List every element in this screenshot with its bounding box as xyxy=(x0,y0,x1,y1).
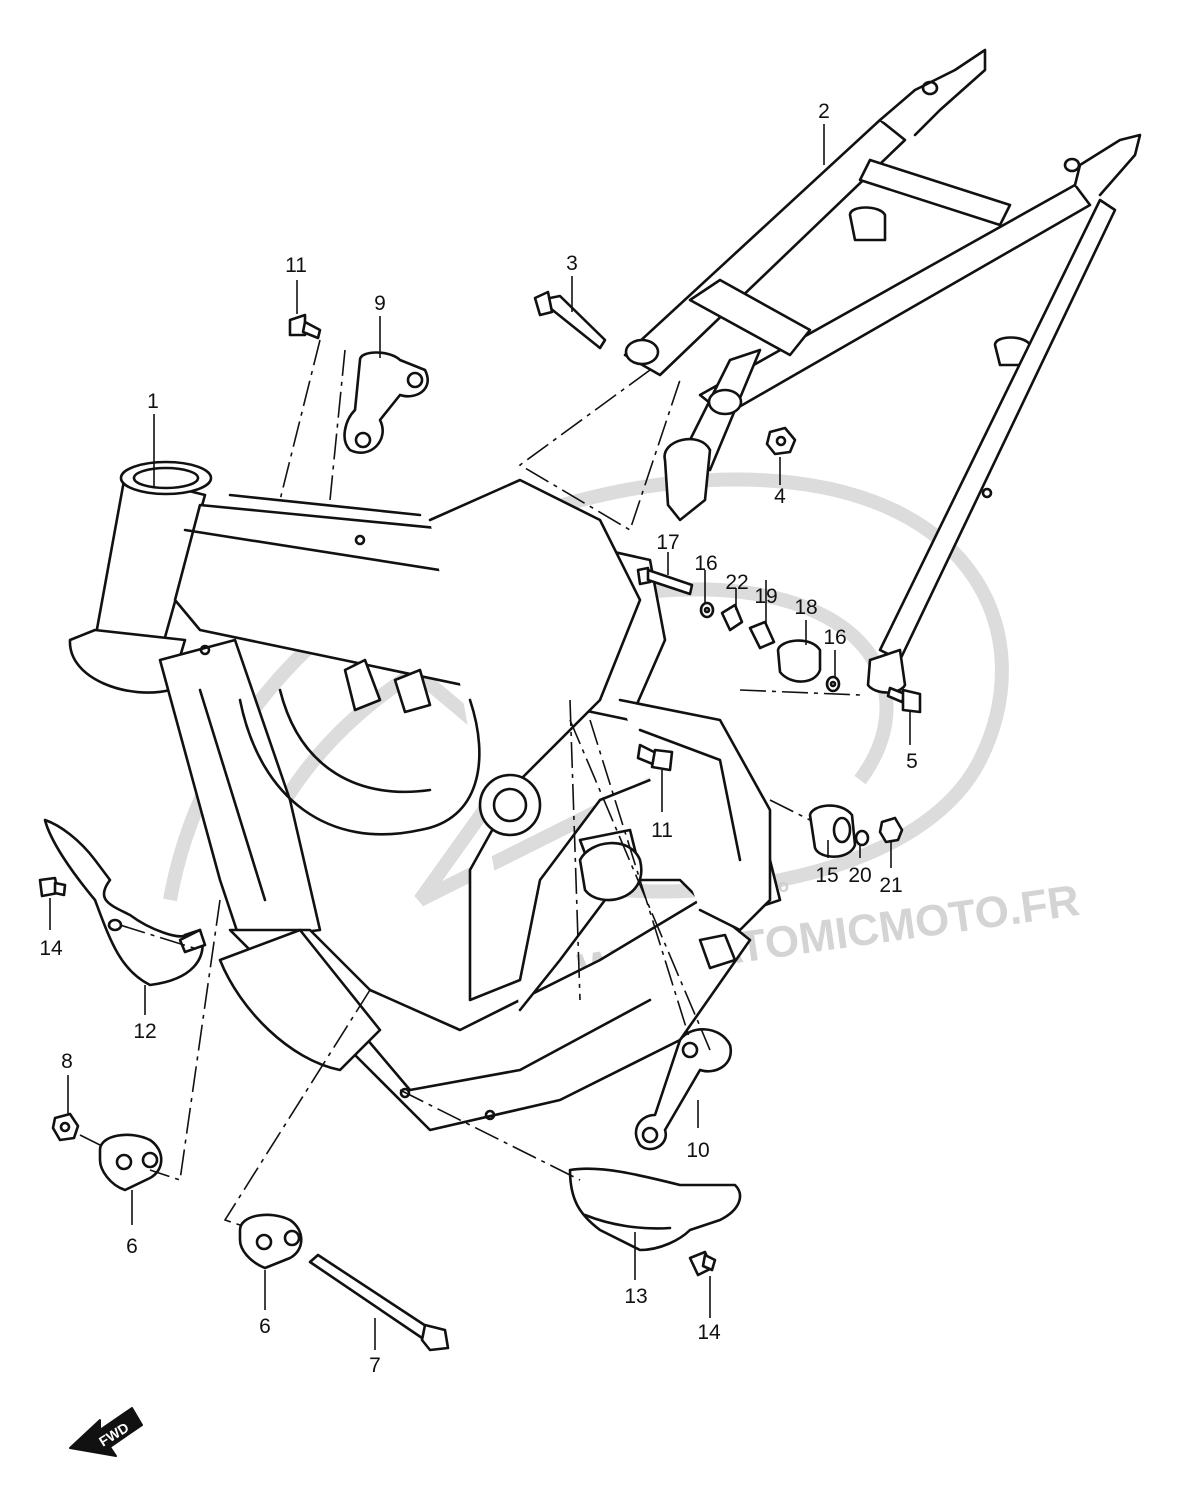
callout-12: 12 xyxy=(133,1020,156,1043)
callout-4: 4 xyxy=(774,485,786,508)
nut-4 xyxy=(765,426,797,456)
engine-mount-6-lower xyxy=(238,1213,303,1270)
nut-21 xyxy=(878,816,904,844)
callout-21: 21 xyxy=(879,874,902,897)
engine-mount-9 xyxy=(343,351,429,454)
callout-13: 13 xyxy=(624,1285,647,1308)
callout-9: 9 xyxy=(374,292,386,315)
spacer-22 xyxy=(720,603,744,632)
bolt-3 xyxy=(533,290,607,350)
callout-1: 1 xyxy=(147,390,159,413)
callout-11-lower: 11 xyxy=(651,819,673,842)
engine-mount-6-upper xyxy=(98,1133,163,1192)
callout-6-upper: 6 xyxy=(126,1235,138,1258)
callout-22: 22 xyxy=(725,571,748,594)
main-frame xyxy=(68,460,993,1132)
bolt-14-right xyxy=(688,1250,717,1277)
callout-5: 5 xyxy=(906,750,918,773)
callout-18: 18 xyxy=(794,596,817,619)
callout-labels: 1 2 3 4 5 6 6 7 8 9 10 11 11 12 13 14 14… xyxy=(39,100,918,1377)
alignment-lines xyxy=(79,339,861,1226)
callout-6-lower: 6 xyxy=(259,1315,271,1338)
callout-19: 19 xyxy=(754,585,777,608)
callout-2: 2 xyxy=(818,100,830,123)
callout-15: 15 xyxy=(815,864,838,887)
washer-16-b xyxy=(825,675,841,693)
callout-20: 20 xyxy=(848,864,871,887)
spacer-19 xyxy=(748,620,776,650)
bolt-5 xyxy=(886,686,922,714)
fwd-arrow-icon: FWD xyxy=(69,1407,143,1457)
callout-11-upper: 11 xyxy=(285,254,307,277)
bolt-17 xyxy=(636,566,694,596)
seat-rail xyxy=(623,48,1142,694)
washer-16-a xyxy=(699,601,715,619)
callout-14-left: 14 xyxy=(39,937,63,960)
callout-10: 10 xyxy=(686,1139,709,1162)
callout-8: 8 xyxy=(61,1050,73,1073)
bolt-7 xyxy=(308,1253,450,1352)
bolt-11-lower xyxy=(636,743,674,772)
callout-16-b: 16 xyxy=(823,626,846,649)
callout-17: 17 xyxy=(656,531,679,554)
engine-mount-10 xyxy=(634,1028,733,1151)
callout-14-right: 14 xyxy=(697,1321,721,1344)
bolt-11-upper xyxy=(288,313,322,340)
bolt-14-left xyxy=(38,876,67,898)
nut-8 xyxy=(51,1112,80,1142)
washer-20 xyxy=(854,829,870,847)
frame-guard-13 xyxy=(568,1167,742,1252)
bushing-18 xyxy=(776,639,822,683)
callout-7: 7 xyxy=(369,1354,381,1377)
callout-3: 3 xyxy=(566,252,578,275)
frame-guard-12 xyxy=(43,818,207,987)
bushing-15 xyxy=(808,804,857,858)
leader-lines xyxy=(49,124,911,1350)
callout-16-a: 16 xyxy=(694,552,717,575)
